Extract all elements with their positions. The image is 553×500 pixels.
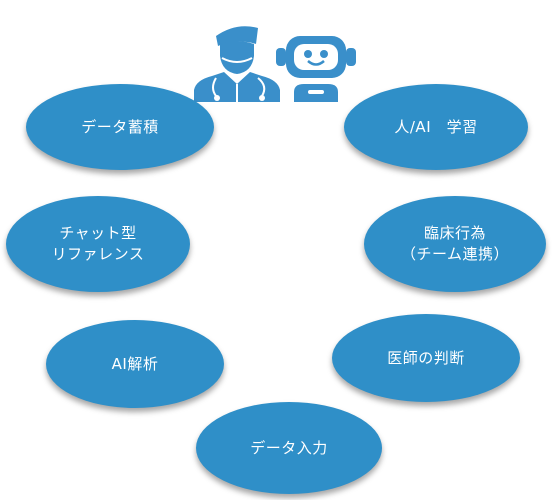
node-clinical-practice-label: 臨床行為 （チーム連携） bbox=[400, 224, 510, 263]
node-data-storage-label: データ蓄積 bbox=[81, 117, 159, 136]
node-chat-reference-label: チャット型 リファレンス bbox=[51, 224, 145, 263]
node-data-input-label: データ入力 bbox=[250, 438, 328, 457]
node-data-storage: データ蓄積 bbox=[26, 84, 214, 170]
node-chat-reference: チャット型 リファレンス bbox=[6, 196, 190, 292]
node-human-ai-learning-label: 人/AI 学習 bbox=[394, 117, 478, 136]
node-physician-judgment: 医師の判断 bbox=[332, 314, 520, 402]
node-ai-analysis: AI解析 bbox=[46, 320, 224, 408]
node-ai-analysis-label: AI解析 bbox=[111, 354, 159, 373]
node-human-ai-learning: 人/AI 学習 bbox=[344, 84, 528, 170]
node-data-input: データ入力 bbox=[196, 402, 382, 494]
node-clinical-practice: 臨床行為 （チーム連携） bbox=[364, 196, 546, 292]
doctor-icon bbox=[190, 22, 284, 102]
robot-icon bbox=[270, 30, 362, 102]
node-physician-judgment-label: 医師の判断 bbox=[387, 348, 465, 367]
